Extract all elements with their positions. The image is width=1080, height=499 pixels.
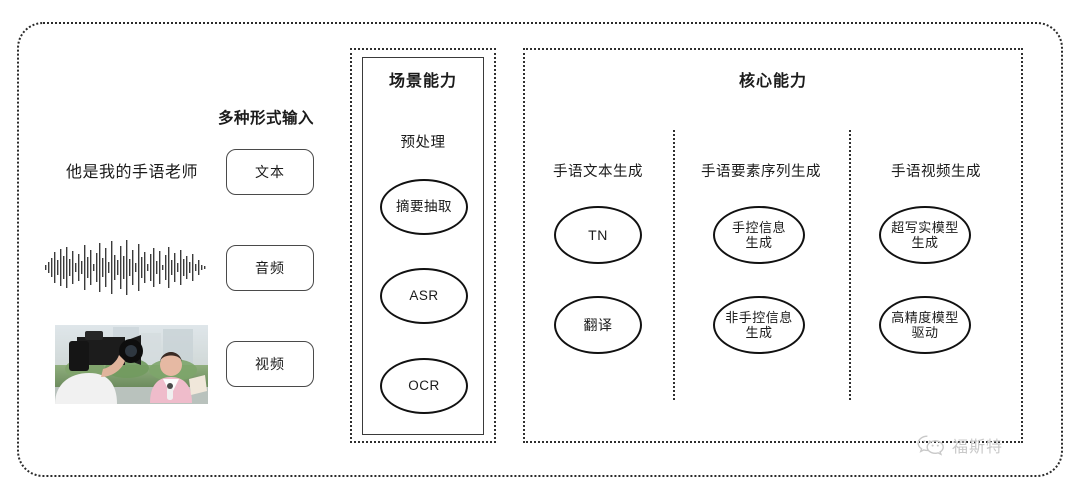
input-button-video[interactable]: 视频 <box>226 341 314 387</box>
scene-node-ocr-label: OCR <box>408 378 440 394</box>
input-button-audio-label: 音频 <box>255 260 285 276</box>
core-node-high-precision-model-driving[interactable]: 高精度模型驱动 <box>879 296 971 354</box>
core-column-divider-1 <box>673 130 675 400</box>
scene-capability-title: 场景能力 <box>388 73 457 90</box>
core-capability-title: 核心能力 <box>738 73 807 90</box>
input-button-text-label: 文本 <box>255 164 285 180</box>
core-node-tn[interactable]: TN <box>554 206 642 264</box>
input-section-heading: 多种形式输入 <box>218 110 315 127</box>
core-node-manual-info-generation[interactable]: 手控信息生成 <box>713 206 805 264</box>
input-button-video-label: 视频 <box>255 356 285 372</box>
scene-node-summary-extraction[interactable]: 摘要抽取 <box>380 179 468 235</box>
core-column-label-sign-text-generation: 手语文本生成 <box>553 164 643 180</box>
sample-input-text: 他是我的手语老师 <box>65 164 198 181</box>
outer-frame <box>17 22 1063 477</box>
scene-node-summary-extraction-label: 摘要抽取 <box>396 199 452 215</box>
input-button-text[interactable]: 文本 <box>226 149 314 195</box>
watermark-text: 福斯特 <box>952 439 1004 456</box>
scene-node-ocr[interactable]: OCR <box>380 358 468 414</box>
input-button-audio[interactable]: 音频 <box>226 245 314 291</box>
core-node-translation-label: 翻译 <box>583 316 613 333</box>
scene-node-asr[interactable]: ASR <box>380 268 468 324</box>
core-node-non-manual-info-generation[interactable]: 非手控信息生成 <box>713 296 805 354</box>
core-capability-panel <box>523 48 1023 443</box>
scene-node-asr-label: ASR <box>409 288 439 304</box>
core-node-non-manual-info-generation-label: 非手控信息生成 <box>725 309 793 340</box>
video-thumbnail-image <box>55 325 208 404</box>
core-node-manual-info-generation-label: 手控信息生成 <box>731 219 786 250</box>
core-node-translation[interactable]: 翻译 <box>554 296 642 354</box>
watermark: 福斯特 <box>916 430 1003 460</box>
scene-capability-panel <box>350 48 496 443</box>
core-node-tn-label: TN <box>588 226 608 243</box>
core-node-high-precision-model-driving-label: 高精度模型驱动 <box>891 309 959 340</box>
audio-waveform-icon <box>44 238 208 296</box>
core-node-hyperrealistic-model-generation[interactable]: 超写实模型生成 <box>879 206 971 264</box>
core-column-divider-2 <box>849 130 851 400</box>
core-column-label-sign-video-generation: 手语视频生成 <box>891 164 981 180</box>
core-node-hyperrealistic-model-generation-label: 超写实模型生成 <box>891 219 959 250</box>
wechat-logo-icon <box>916 434 946 456</box>
scene-preprocess-label: 预处理 <box>400 135 446 151</box>
core-column-label-sign-element-sequence-generation: 手语要素序列生成 <box>701 164 821 180</box>
